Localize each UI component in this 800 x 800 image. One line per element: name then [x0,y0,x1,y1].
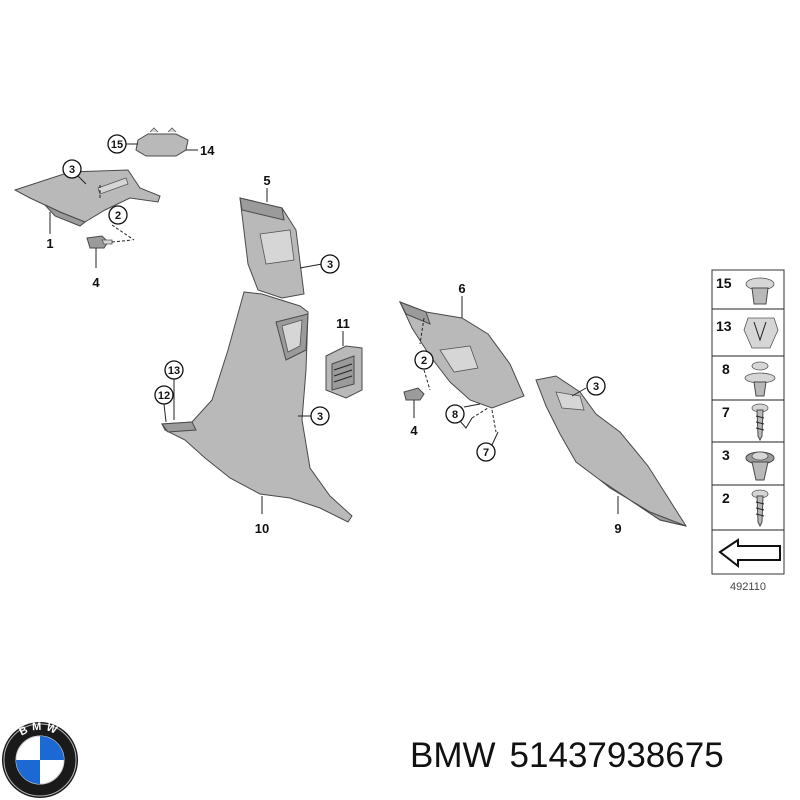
part-14-bracket [135,127,189,157]
clip-13-icon [743,317,779,349]
legend-item-3: 3 [722,447,730,463]
part-4-clip-right [403,387,425,401]
svg-text:5: 5 [263,173,270,188]
legend-item-2: 2 [722,490,730,506]
catalog-number: 492110 [730,581,766,593]
svg-text:1: 1 [46,236,53,251]
clip-3-icon [745,451,775,481]
svg-text:3: 3 [593,381,599,393]
callout-1: 1 [46,212,54,251]
clip-15-icon [745,277,775,305]
callout-11: 11 [336,316,350,346]
callout-15: 15 [107,134,138,154]
part-11-vent [325,345,363,399]
clip-8-icon [744,361,776,397]
svg-text:3: 3 [69,164,75,176]
callout-4b: 4 [410,400,418,438]
screw-2-icon [751,489,769,528]
direction-arrow-icon [718,538,781,569]
callout-12: 12 [154,385,174,423]
legend-item-7: 7 [722,404,730,420]
svg-text:13: 13 [168,365,180,377]
svg-text:3: 3 [327,259,333,271]
legend-item-8: 8 [722,361,730,377]
brand-name: BMW [410,736,496,775]
callout-9: 9 [614,496,622,536]
callout-2a: 2 [99,185,135,241]
svg-text:14: 14 [200,143,215,158]
svg-text:3: 3 [317,411,323,423]
bmw-logo: BMW [2,721,78,798]
callout-10: 10 [255,496,269,536]
svg-text:BMW: BMW [17,721,62,739]
part-4-clip-left [86,235,133,249]
callout-13: 13 [164,360,184,420]
svg-text:15: 15 [111,139,123,151]
callout-7: 7 [476,409,499,462]
svg-text:11: 11 [336,316,350,331]
callout-3d: 3 [571,376,606,397]
callout-5: 5 [263,173,271,202]
part-5-cover [239,197,305,299]
callout-3b: 3 [299,254,340,274]
svg-text:4: 4 [410,423,418,438]
svg-text:8: 8 [452,409,458,421]
svg-text:2: 2 [115,210,121,222]
callout-4a: 4 [92,248,100,290]
svg-text:12: 12 [158,390,170,402]
screw-7-icon [751,403,769,442]
svg-text:9: 9 [614,521,621,536]
fastener-legend: 15 13 8 7 3 2 [711,269,785,593]
part-6-trim [398,301,525,409]
part-1-trim [13,169,161,227]
part-10-pillar [161,291,353,523]
callout-8: 8 [445,403,489,429]
callout-14: 14 [186,143,215,158]
callout-3c: 3 [298,406,330,426]
part-9-trim [535,375,688,527]
legend-item-13: 13 [716,318,732,334]
callout-3a: 3 [62,159,87,185]
svg-text:7: 7 [483,447,489,459]
callout-6: 6 [458,281,466,318]
callout-2b: 2 [414,317,434,391]
svg-text:6: 6 [458,281,465,296]
svg-text:10: 10 [255,521,269,536]
part-number: 51437938675 [509,736,724,775]
svg-text:4: 4 [92,275,100,290]
legend-item-15: 15 [716,275,732,291]
brand-part-label: BMW 51437938675 [410,736,738,776]
svg-text:2: 2 [421,355,427,367]
